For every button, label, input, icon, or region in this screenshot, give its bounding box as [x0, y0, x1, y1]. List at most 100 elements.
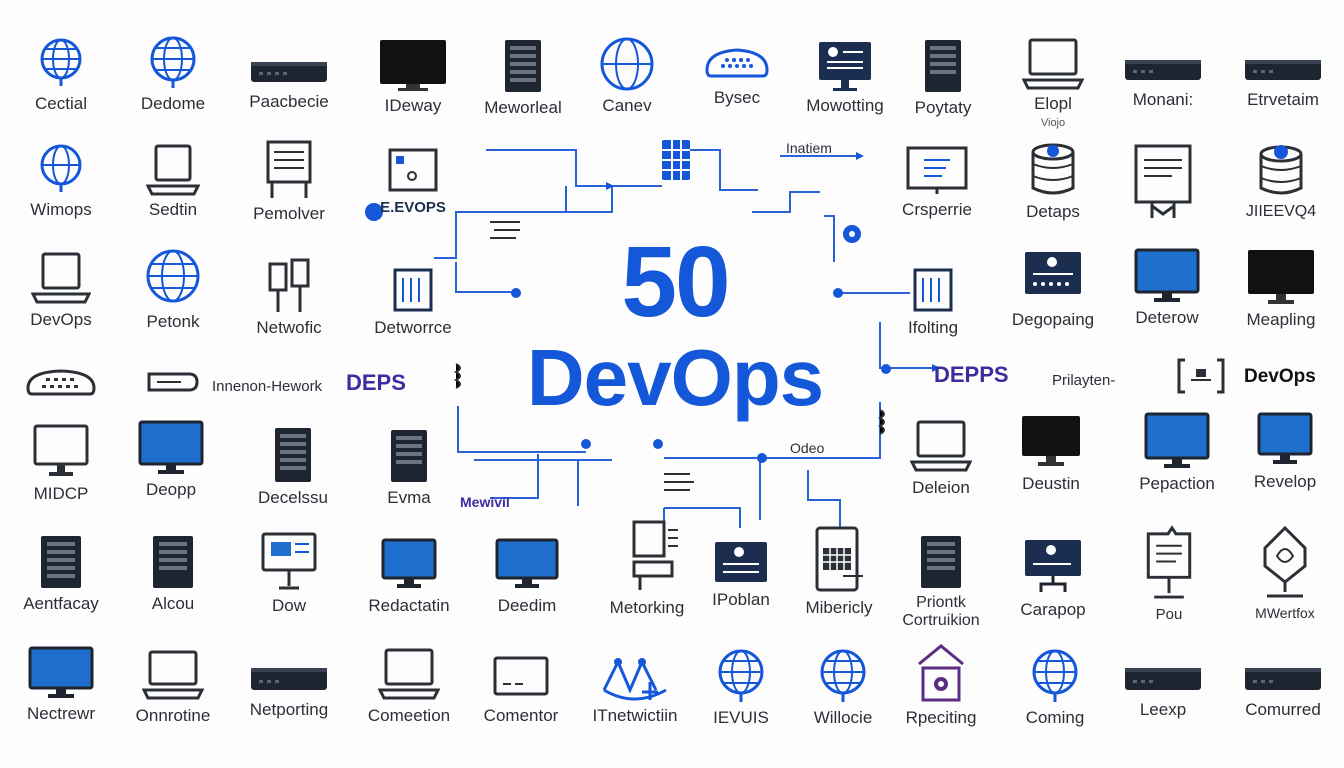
item-itnetwictiin: ITnetwictiin [580, 652, 690, 752]
item-innenon-hework: Innenon-Hework [212, 378, 323, 395]
item-detworrce: Detworrce [358, 266, 468, 366]
item-sublabel: Viojo [1040, 117, 1066, 129]
item-label: Aentfacay [23, 594, 99, 613]
item-label: Degopaing [1011, 310, 1095, 329]
item-label: Carapop [1020, 600, 1086, 619]
item-label: Redactatin [368, 596, 450, 615]
item-midcp: MIDCP [6, 424, 116, 524]
cloud-icon [705, 48, 769, 78]
item-label: Etrvetaim [1247, 90, 1319, 109]
item-leexp: Leexp [1108, 662, 1218, 762]
item-label: Mibericly [805, 598, 873, 617]
item-carapop: Carapop [998, 538, 1108, 638]
center-label-odeo: Odeo [790, 440, 825, 456]
item-label: Monani: [1132, 90, 1194, 109]
item-label: MIDCP [33, 484, 89, 503]
item-canev: Canev [572, 36, 682, 136]
item-label: Meworleal [484, 98, 562, 117]
server-rack-icon [275, 428, 311, 482]
item-label: Comurred [1245, 700, 1321, 719]
item-petonk: Petonk [118, 248, 228, 348]
router-icon [1245, 668, 1321, 690]
item-ipoblan: IPoblan [686, 540, 796, 640]
item-deps: DEPS [346, 370, 406, 395]
monitor-icon [1257, 412, 1313, 464]
monitor-icon [33, 424, 89, 476]
item-label: IPoblan [712, 590, 770, 609]
item-meworleal: Meworleal [468, 38, 578, 138]
item-pepaction: Pepaction [1122, 412, 1232, 512]
globe-icon [1032, 649, 1078, 702]
item-netporting: Netporting [234, 664, 344, 764]
laptop-icon [142, 650, 204, 700]
server-rack-icon [391, 430, 427, 482]
globe-icon [40, 144, 82, 192]
document-icon [1146, 525, 1192, 599]
item-aentfacay: Aentfacay [6, 534, 116, 634]
globe-icon [820, 649, 866, 702]
item-label: Cectial [35, 94, 87, 113]
cloud-icon [26, 369, 96, 396]
item-bysec: Bysec [682, 44, 792, 144]
leaf-icon [1263, 525, 1307, 598]
item-label: Priontk Cortruikion [902, 594, 980, 629]
item-label: Deedim [497, 596, 557, 615]
item-evma: Evma [354, 428, 464, 528]
item-crsperrie: Crsperrie [882, 146, 992, 246]
item-comurred: Comurred [1228, 662, 1338, 762]
item-label: Bysec [713, 88, 761, 107]
monitor-icon [1144, 412, 1210, 468]
item-mwertfox: MWertfox [1230, 524, 1340, 624]
monitor-icon [1022, 416, 1080, 466]
item-label: Leexp [1139, 700, 1187, 719]
database-icon [1031, 143, 1075, 195]
calculator-icon [815, 526, 863, 592]
item-label: JIIEEVQ4 [1245, 203, 1317, 220]
server-icon [913, 268, 953, 312]
item-devops-r3: DevOps [6, 250, 116, 350]
item-label: Deopp [145, 480, 197, 499]
title-word: DevOps [526, 333, 824, 422]
item-detaps: Detaps [998, 142, 1108, 242]
document-icon [266, 140, 312, 198]
router-icon [1245, 60, 1321, 80]
monitor-icon [906, 146, 968, 194]
item-redactatin: Redactatin [354, 538, 464, 638]
item-prilayten: Prilayten- [1052, 372, 1116, 389]
monitor-icon [381, 538, 437, 588]
item-label: Netwofic [256, 318, 322, 337]
document-icon [1134, 144, 1192, 218]
center-label-mewivil: Mewivil [460, 494, 510, 510]
item-coming: Coming [1000, 648, 1110, 748]
item-monani: Monani: [1108, 54, 1218, 154]
item-label: Comentor [483, 706, 559, 725]
laptop-icon [146, 144, 200, 196]
item-evops: E.EVOPS [358, 148, 468, 248]
item-priontk: Priontk Cortruikion [886, 534, 996, 634]
item-label: Coming [1025, 708, 1085, 727]
network-monitor-icon [1025, 540, 1081, 592]
monitor-icon [819, 42, 871, 91]
globe-icon [718, 649, 764, 702]
server-rack-icon [153, 536, 193, 588]
item-label: Deleion [912, 478, 970, 497]
item-label: Poytaty [914, 98, 972, 117]
item-label: Willocie [813, 708, 873, 727]
item-onnrotine: Onnrotine [118, 650, 228, 750]
bracket-icon [1177, 358, 1225, 394]
home-device-icon [918, 644, 964, 702]
network-switch-icon [268, 258, 310, 312]
item-label: Revelop [1253, 472, 1317, 491]
item-label: Pou [1155, 606, 1183, 623]
item-tag-icon [118, 370, 228, 470]
item-alcou: Alcou [118, 534, 228, 634]
item-document-stand [1108, 144, 1218, 244]
router-icon [1125, 668, 1201, 690]
item-deterow: Deterow [1112, 248, 1222, 348]
laptop-icon [31, 252, 91, 304]
item-label: IDeway [384, 96, 442, 115]
item-etrvetaim: Etrvetaim [1228, 54, 1338, 154]
item-label: Detworrce [374, 318, 452, 337]
item-label: Ifolting [907, 318, 959, 337]
item-label: Comeetion [367, 706, 451, 725]
